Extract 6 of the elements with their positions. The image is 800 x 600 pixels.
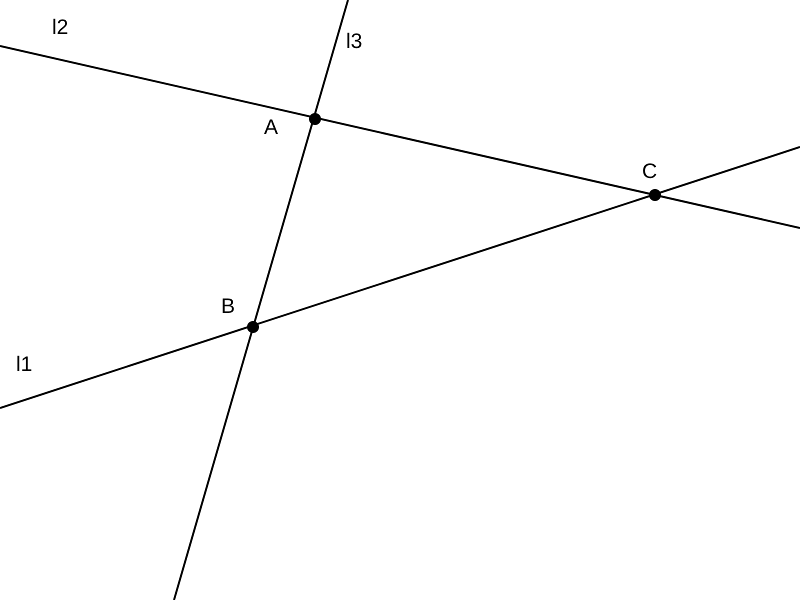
line-label: l2 bbox=[52, 16, 68, 40]
line-label: l1 bbox=[16, 353, 32, 377]
point-label: C bbox=[642, 160, 658, 184]
point-label: A bbox=[264, 116, 278, 140]
point-label: B bbox=[221, 295, 236, 319]
line-label: l3 bbox=[346, 30, 362, 54]
